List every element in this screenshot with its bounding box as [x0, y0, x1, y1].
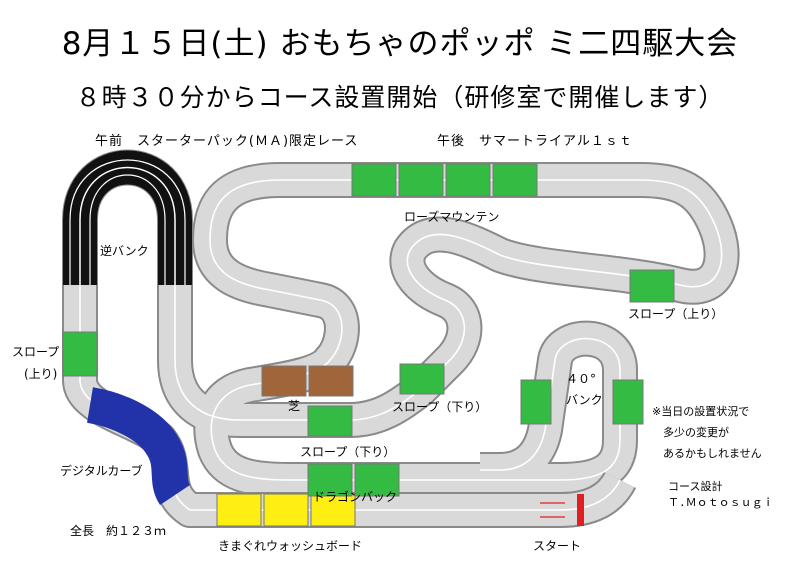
slope-down-mid-label: スロープ（下り）	[392, 400, 488, 414]
reverse-bank-label: 逆バンク	[100, 244, 149, 258]
washboard-block	[216, 493, 356, 527]
designer-name: Ｔ.Ｍｏｔｏｓｕｇｉ	[668, 496, 774, 509]
bank-block	[520, 379, 644, 425]
dragon-back-block	[307, 463, 400, 497]
washboard-label: きまぐれウォッシュボード	[218, 539, 363, 553]
note-line-2: 多少の変更が	[663, 426, 729, 439]
designer-label: コース設計	[668, 480, 723, 493]
bank-angle-label: ４０°	[566, 372, 597, 386]
slope-down-center-label: スロープ（下り）	[300, 445, 396, 459]
start-label: スタート	[533, 539, 582, 553]
slope-up-left-label-2: (上り)	[24, 367, 58, 381]
page-title: 8月１５日(土) おもちゃのポッポ ミ二四駆大会	[61, 26, 739, 62]
bank-label: バンク	[566, 393, 603, 407]
slope-up-right-label: スロープ（上り）	[628, 307, 724, 321]
slope-up-left-label: スロープ	[12, 345, 60, 359]
afternoon-session-label: 午後 サマートライアル１ｓｔ	[437, 134, 633, 149]
digital-curve-block	[86, 387, 191, 505]
slope-up-right-block	[629, 269, 675, 303]
morning-session-label: 午前 スターターパック(ＭＡ)限定レース	[95, 134, 359, 149]
turf-label: 芝	[288, 399, 301, 413]
reverse-bank-section	[63, 150, 192, 285]
slope-down-mid-block	[399, 363, 445, 395]
dragon-back-label: ドラゴンバック	[313, 490, 398, 504]
note-line-3: あるかもしれません	[663, 447, 762, 460]
total-length-label: 全長 約１２３ｍ	[70, 524, 167, 538]
slope-up-left-block	[62, 331, 98, 377]
digital-curve-label: デジタルカーブ	[60, 464, 143, 478]
page-subtitle: ８時３０分からコース設置開始（研修室で開催します）	[75, 83, 725, 112]
start-marker	[540, 494, 584, 526]
note-line-1: ※当日の設置状況で	[652, 405, 750, 418]
rose-mountain-block	[351, 163, 538, 197]
turf-block	[261, 365, 354, 397]
slope-down-center-block	[307, 405, 353, 437]
rose-mountain-label: ローズマウンテン	[404, 210, 500, 224]
